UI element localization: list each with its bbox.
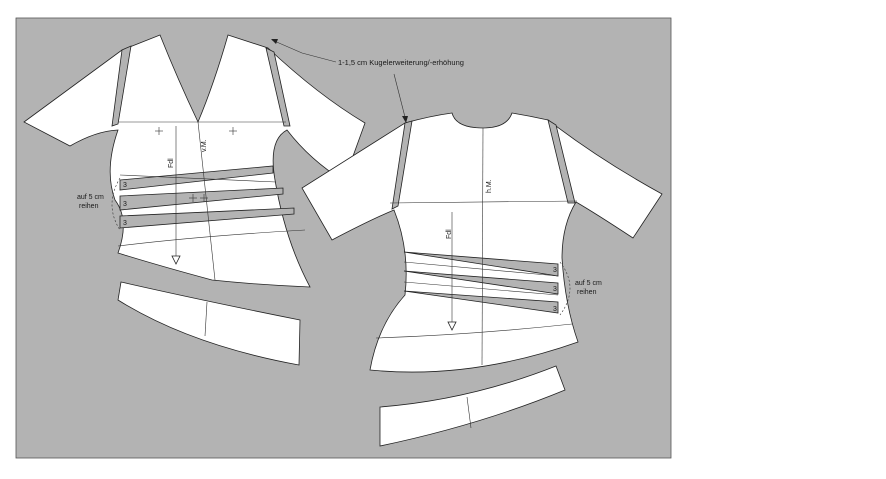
plus-mark-icon: [155, 127, 163, 135]
front-tuck-depth-1: 3: [123, 182, 127, 189]
triangle-down-icon: [171, 255, 181, 265]
front-gather-note-line1: auf 5 cm: [77, 194, 104, 201]
back-center-line: [481, 127, 484, 366]
back-center-label: h.M.: [486, 179, 493, 193]
leader-line-back: [393, 73, 407, 122]
back-gather-bracket: [559, 261, 571, 316]
front-sleeve-cap-right: [265, 47, 291, 127]
back-sleeve-cap-left: [391, 120, 413, 210]
back-tuck-depth-2: 3: [553, 286, 557, 293]
front-tuck-2: [119, 187, 284, 211]
front-gather-bracket: [111, 177, 121, 231]
back-gather-note-line1: auf 5 cm: [575, 280, 602, 287]
front-gather-note-line2: reihen: [79, 203, 99, 210]
back-grain-label: Fdl: [446, 229, 453, 239]
back-chest-line: [389, 200, 578, 204]
plus-mark-icon: [229, 127, 237, 135]
front-center-line: [197, 121, 216, 281]
back-peplum: [379, 365, 566, 447]
back-bodice-outline: [301, 112, 663, 373]
back-bodice: Fdl h.M. 3 3 3 auf 5 cm reihen: [301, 112, 663, 373]
back-sleeve-cap-right: [547, 119, 576, 204]
back-hip-curve: [375, 323, 573, 339]
back-peplum-outline: [379, 365, 566, 447]
back-tuck-3: [403, 290, 559, 314]
back-gather-note-line2: reihen: [577, 289, 597, 296]
plus-mark-icon: [189, 194, 197, 202]
back-tuck-1: [403, 251, 559, 277]
front-grain-label: Fdl: [168, 158, 175, 168]
plus-mark-icon: [200, 194, 208, 202]
back-tuck-depth-3: 3: [553, 306, 557, 313]
back-peplum-center-line: [466, 396, 472, 429]
front-hip-curve: [117, 229, 306, 247]
back-tuck-2: [403, 270, 559, 295]
front-peplum-center-line: [204, 301, 208, 337]
back-tuck-depth-1: 3: [553, 267, 557, 274]
front-peplum: [117, 281, 301, 366]
front-peplum-outline: [117, 281, 301, 366]
front-tuck-1: [119, 165, 274, 191]
leader-line-front: [271, 39, 337, 63]
front-tuck-3: [119, 207, 295, 229]
front-tuck-depth-3: 3: [123, 220, 127, 227]
front-bodice: Fdl v.M. 3 3 3 auf 5 cm reihen: [23, 34, 366, 288]
front-tuck-depth-2: 3: [123, 201, 127, 208]
sleeve-cap-annotation: 1-1,5 cm Kugelerweiterung/-erhöhung: [271, 39, 464, 123]
front-sleeve-cap-left: [111, 45, 132, 127]
back-tuck-line-a: [403, 261, 559, 277]
back-tuck-line-b: [403, 281, 559, 296]
arrowhead-back: [402, 116, 408, 123]
arrowhead-front: [271, 39, 278, 44]
front-center-label: v.M.: [201, 139, 208, 152]
triangle-down-icon: [447, 321, 457, 331]
sleeve-cap-note: 1-1,5 cm Kugelerweiterung/-erhöhung: [338, 58, 464, 67]
front-tuck-line-upper: [119, 174, 277, 183]
